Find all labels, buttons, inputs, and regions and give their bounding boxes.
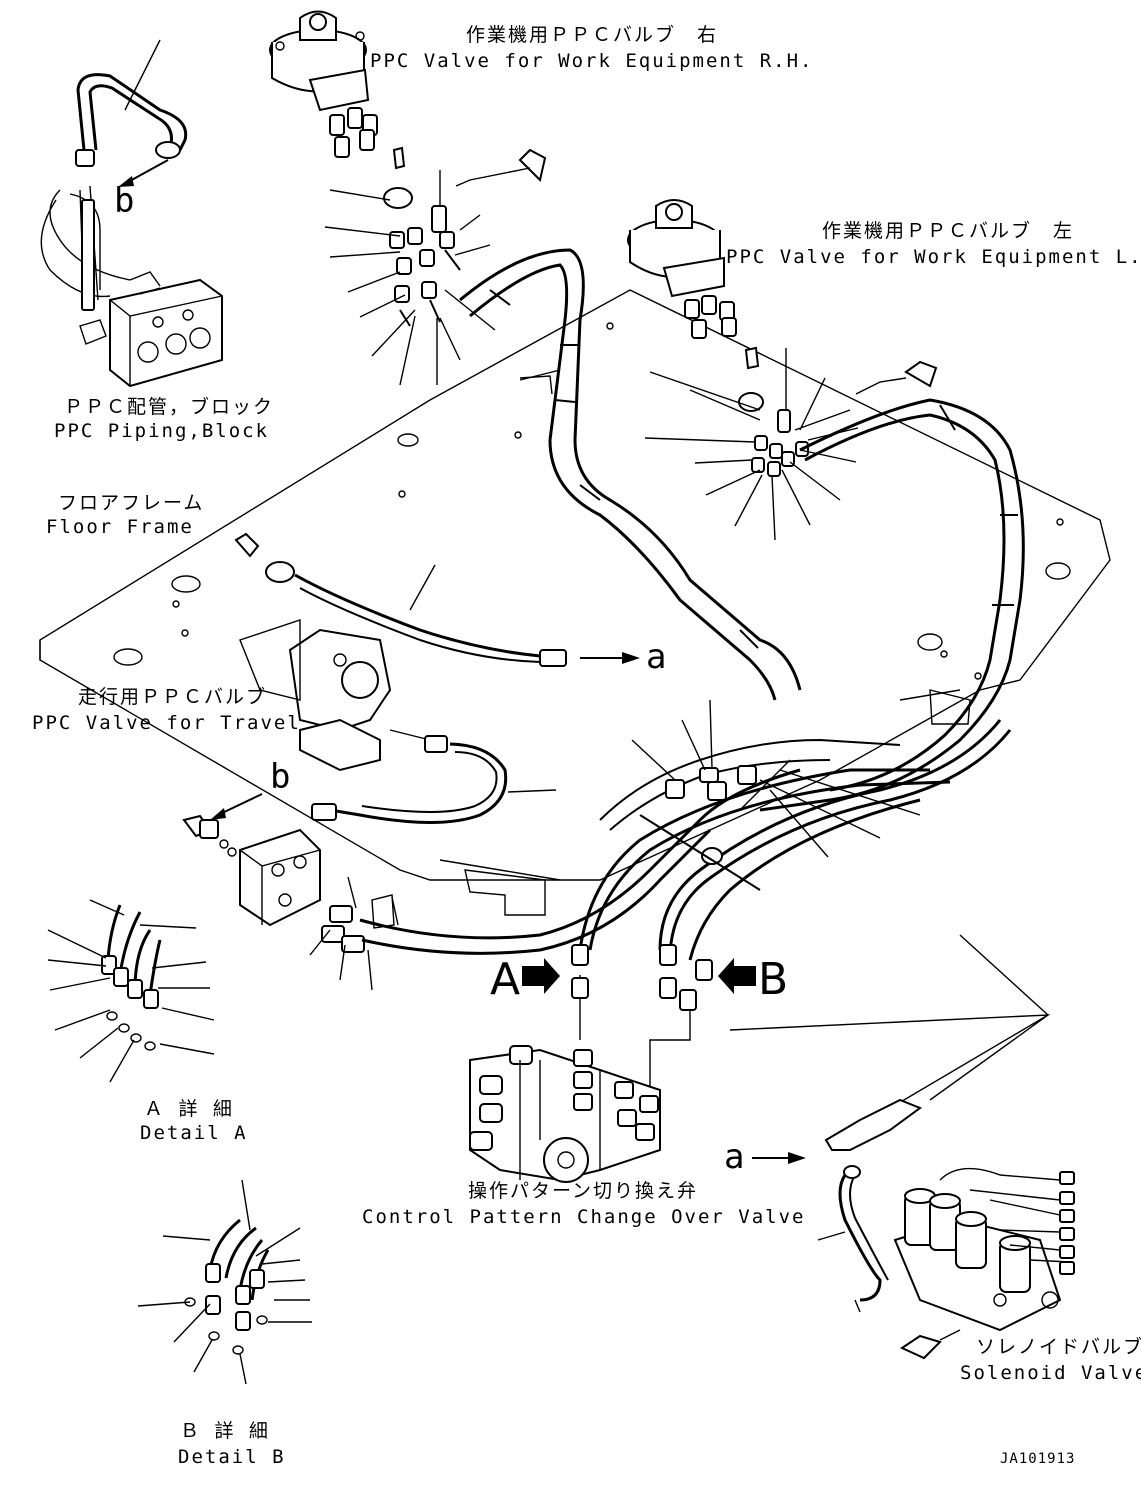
ppc-valve-lh [627,199,1025,812]
marker-b-top: b [114,181,135,221]
control-pattern-valve [469,1045,661,1183]
ppc-valve-travel [234,532,640,824]
main-hose-bundle [459,248,802,701]
control-valve-label-en: Control Pattern Change Over Valve [362,1206,806,1228]
detail-b-label-en: Detail B [178,1446,286,1468]
ppc-valve-rh [269,10,547,386]
marker-arrow-a: A [490,954,521,1005]
connector-a [522,944,589,999]
marker-a-left: a [724,1137,745,1177]
solenoid-valve [893,1167,1075,1360]
control-valve-label-jp: 操作パターン切り換え弁 [468,1180,699,1202]
detail-b [137,1179,312,1385]
center-hoses [578,699,1012,1100]
ppc-piping-block [40,39,223,388]
travel-label-en: PPC Valve for Travel [32,712,301,734]
ppc-right-label-jp: 作業機用ＰＰＣバルブ 右 [466,24,719,46]
ppc-left-label-jp: 作業機用ＰＰＣバルブ 左 [822,220,1075,242]
piping-block-label-en: PPC Piping,Block [54,420,270,442]
solenoid-leaders [729,934,1051,1313]
connector-b [659,944,756,1011]
ppc-right-label-en: PPC Valve for Work Equipment R.H. [370,50,814,72]
marker-arrow-b: B [758,954,789,1005]
piping-block-label-jp: ＰＰＣ配管，ブロック [64,396,275,418]
solenoid-label-jp: ソレノイドバルブ [976,1336,1141,1358]
solenoid-label-en: Solenoid Valve [960,1362,1141,1384]
marker-a-right: a [646,637,667,677]
lower-block [182,768,801,991]
ppc-left-label-en: PPC Valve for Work Equipment L.H. [726,246,1141,268]
floor-frame-label-jp: フロアフレーム [58,492,205,514]
travel-label-jp: 走行用ＰＰＣバルブ [78,686,268,708]
detail-a [47,899,215,1083]
floor-frame-label-en: Floor Frame [46,516,194,538]
detail-a-label-en: Detail A [140,1122,248,1144]
detail-b-label-jp: Ｂ 詳 細 [180,1420,270,1442]
marker-b-mid: b [270,757,291,797]
detail-a-label-jp: Ａ 詳 細 [144,1098,234,1120]
reference-code: JA101913 [1000,1451,1076,1467]
